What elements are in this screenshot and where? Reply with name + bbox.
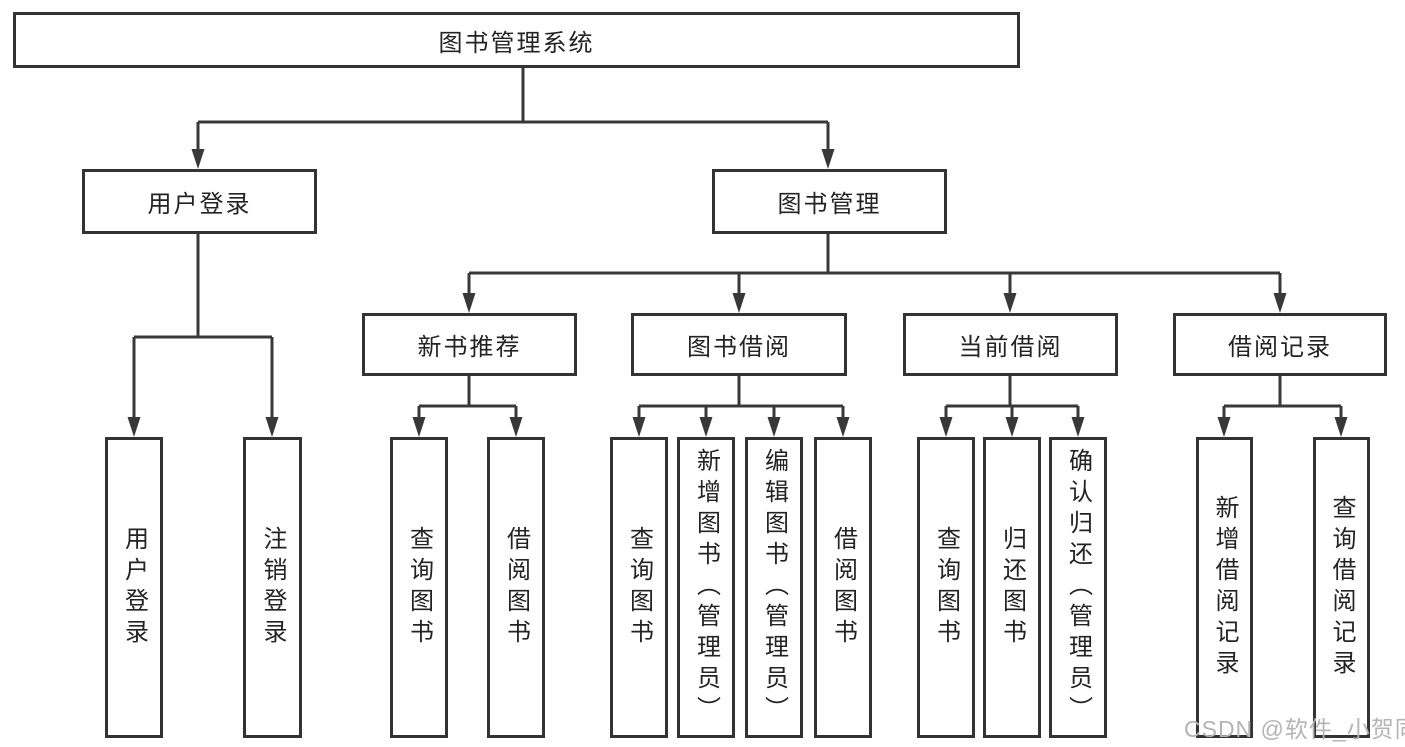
- leaf-record-add-borrow-record: 新增借阅记录: [1196, 437, 1253, 738]
- leaf-recommend-query-book: 查询图书: [390, 437, 448, 738]
- connector-borrow-record-to-leaves: [1217, 376, 1348, 437]
- leaf-logout-login-label: 注销登录: [259, 525, 286, 650]
- leaf-user-login-label: 用户登录: [120, 525, 148, 650]
- leaf-record-add-borrow-record-label: 新增借阅记录: [1211, 494, 1238, 681]
- leaf-borrow-query-book: 查询图书: [610, 437, 668, 738]
- node-root-label: 图书管理系统: [438, 29, 595, 57]
- node-book-management: 图书管理: [712, 169, 947, 234]
- leaf-recommend-borrow-book-label: 借阅图书: [502, 525, 530, 650]
- leaf-current-query-book-label: 查询图书: [932, 525, 960, 650]
- connector-user-login-to-leaves: [127, 234, 279, 437]
- leaf-borrow-add-book-admin-label: 新增图书（管理员）: [692, 448, 720, 727]
- leaf-logout-login: 注销登录: [243, 437, 302, 738]
- node-book-borrow: 图书借阅: [631, 313, 847, 376]
- node-new-book-recommend: 新书推荐: [362, 313, 577, 376]
- leaf-borrow-query-book-label: 查询图书: [625, 525, 653, 650]
- leaf-recommend-query-book-label: 查询图书: [405, 525, 433, 650]
- leaf-borrow-borrow-book-label: 借阅图书: [829, 525, 857, 650]
- leaf-current-confirm-return-admin: 确认归还（管理员）: [1049, 437, 1107, 738]
- node-borrow-record: 借阅记录: [1173, 313, 1387, 376]
- node-root: 图书管理系统: [13, 12, 1020, 68]
- node-current-borrow: 当前借阅: [903, 313, 1118, 376]
- leaf-current-return-book-label: 归还图书: [998, 525, 1026, 650]
- connector-new-book-recommend-to-leaves: [412, 376, 523, 437]
- node-new-book-recommend-label: 新书推荐: [417, 334, 522, 361]
- connector-book-borrow-to-leaves: [632, 376, 850, 437]
- connector-current-borrow-to-leaves: [939, 376, 1085, 437]
- node-user-login-label: 用户登录: [147, 191, 252, 218]
- watermark-text: CSDN @软件_小贺同学: [1184, 716, 1405, 742]
- leaf-user-login: 用户登录: [105, 437, 163, 738]
- leaf-borrow-borrow-book: 借阅图书: [814, 437, 872, 738]
- connector-root-to-level2: [191, 68, 835, 169]
- node-book-borrow-label: 图书借阅: [687, 334, 791, 361]
- node-book-management-label: 图书管理: [777, 191, 882, 218]
- leaf-borrow-edit-book-admin-label: 编辑图书（管理员）: [760, 448, 788, 727]
- leaf-borrow-add-book-admin: 新增图书（管理员）: [677, 437, 735, 738]
- connector-book-management-to-level3: [462, 234, 1287, 313]
- leaf-recommend-borrow-book: 借阅图书: [487, 437, 545, 738]
- leaf-borrow-edit-book-admin: 编辑图书（管理员）: [745, 437, 803, 738]
- node-current-borrow-label: 当前借阅: [958, 334, 1063, 361]
- node-borrow-record-label: 借阅记录: [1228, 334, 1332, 361]
- leaf-current-confirm-return-admin-label: 确认归还（管理员）: [1064, 448, 1092, 727]
- leaf-current-query-book: 查询图书: [917, 437, 975, 738]
- leaf-record-query-borrow-record: 查询借阅记录: [1313, 437, 1370, 738]
- leaf-record-query-borrow-record-label: 查询借阅记录: [1328, 494, 1355, 681]
- node-user-login: 用户登录: [82, 169, 317, 234]
- leaf-current-return-book: 归还图书: [983, 437, 1041, 738]
